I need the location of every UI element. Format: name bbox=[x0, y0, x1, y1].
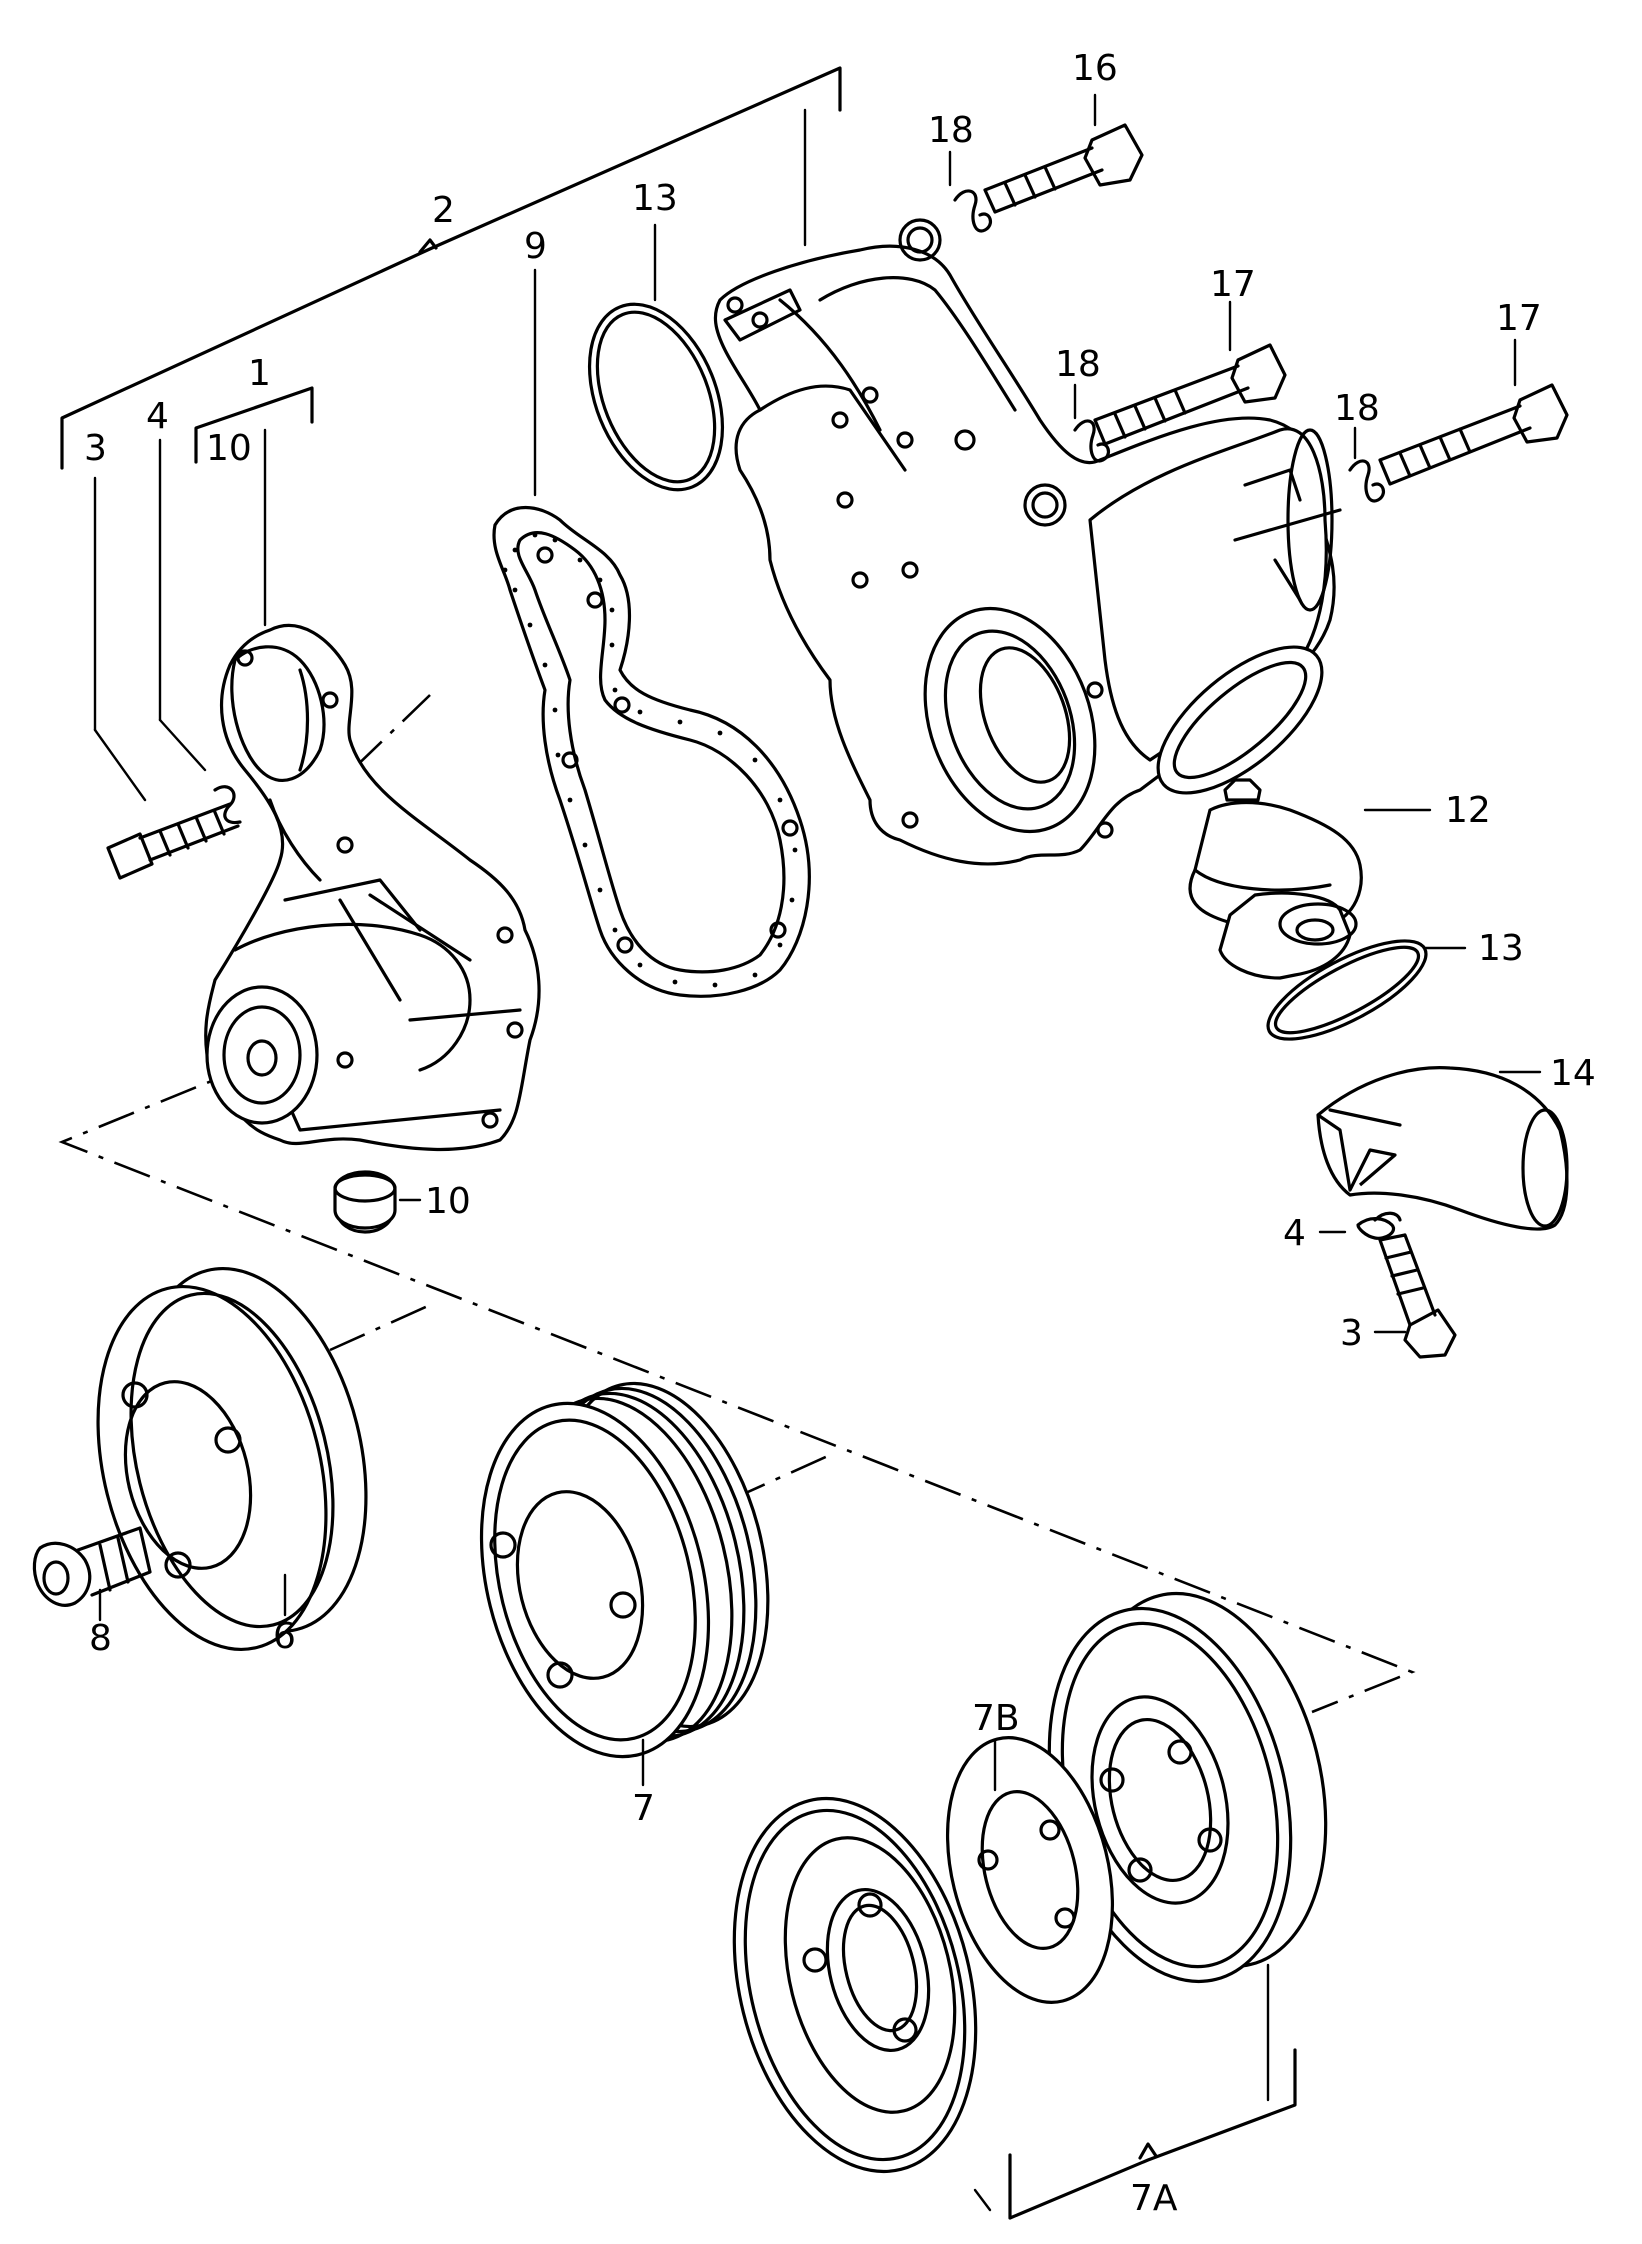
callout-6: 6 bbox=[273, 1616, 296, 1657]
callout-3-right: 3 bbox=[1340, 1313, 1363, 1354]
pulley-6 bbox=[96, 1267, 368, 1651]
callout-4-right: 4 bbox=[1283, 1213, 1306, 1254]
callout-17-b: 17 bbox=[1496, 298, 1542, 339]
spacer-7b bbox=[945, 1736, 1115, 2004]
gasket-dots bbox=[502, 532, 798, 988]
callout-8: 8 bbox=[89, 1618, 112, 1659]
group-bracket-2 bbox=[60, 66, 842, 470]
callout-14: 14 bbox=[1550, 1053, 1596, 1094]
lock-ring-4-right bbox=[1356, 1211, 1402, 1240]
callout-17-a: 17 bbox=[1210, 264, 1256, 305]
group-bracket-1 bbox=[194, 386, 314, 464]
bolt-16 bbox=[983, 123, 1144, 214]
callout-18-a: 18 bbox=[928, 110, 974, 151]
callout-1: 1 bbox=[248, 353, 271, 394]
callout-13-top: 13 bbox=[632, 178, 678, 219]
callout-12: 12 bbox=[1445, 790, 1491, 831]
pulley-7a-front bbox=[732, 1796, 978, 2174]
callout-13-bottom: 13 bbox=[1478, 928, 1524, 969]
bolt-8 bbox=[32, 1526, 152, 1607]
thermostat-12 bbox=[1188, 778, 1363, 980]
plug-10 bbox=[333, 1170, 397, 1234]
callout-18-b: 18 bbox=[1055, 344, 1101, 385]
bolt-3-right bbox=[1378, 1233, 1457, 1359]
leader-lines bbox=[93, 93, 1542, 1792]
callout-4-left: 4 bbox=[146, 396, 169, 437]
callout-10-bottom: 10 bbox=[425, 1181, 471, 1222]
bolt-17-middle bbox=[1093, 343, 1287, 446]
callout-9: 9 bbox=[524, 226, 547, 267]
callout-18-c: 18 bbox=[1334, 388, 1380, 429]
water-pump bbox=[204, 623, 541, 1152]
callout-7a: 7A bbox=[1130, 2178, 1178, 2219]
lock-ring-4-left bbox=[213, 785, 242, 825]
group-bracket-7a bbox=[973, 1963, 1297, 2220]
lock-rings-18 bbox=[953, 189, 1386, 503]
callout-3-left: 3 bbox=[84, 428, 107, 469]
callout-labels: 1 2 3 4 10 9 13 16 18 17 18 17 18 12 13 … bbox=[84, 48, 1596, 2219]
callout-7b: 7B bbox=[972, 1698, 1020, 1739]
gasket-9 bbox=[492, 505, 811, 998]
outlet-pipe-14 bbox=[1316, 1066, 1569, 1231]
callout-16: 16 bbox=[1072, 48, 1118, 89]
callout-10-top: 10 bbox=[206, 428, 252, 469]
bolt-17-right bbox=[1378, 383, 1569, 486]
callout-2: 2 bbox=[432, 190, 455, 231]
bolt-3-left bbox=[106, 802, 240, 880]
housing bbox=[713, 218, 1342, 866]
callout-7: 7 bbox=[632, 1788, 655, 1829]
o-ring-13-upper bbox=[587, 302, 725, 492]
pulley-7 bbox=[479, 1381, 770, 1759]
